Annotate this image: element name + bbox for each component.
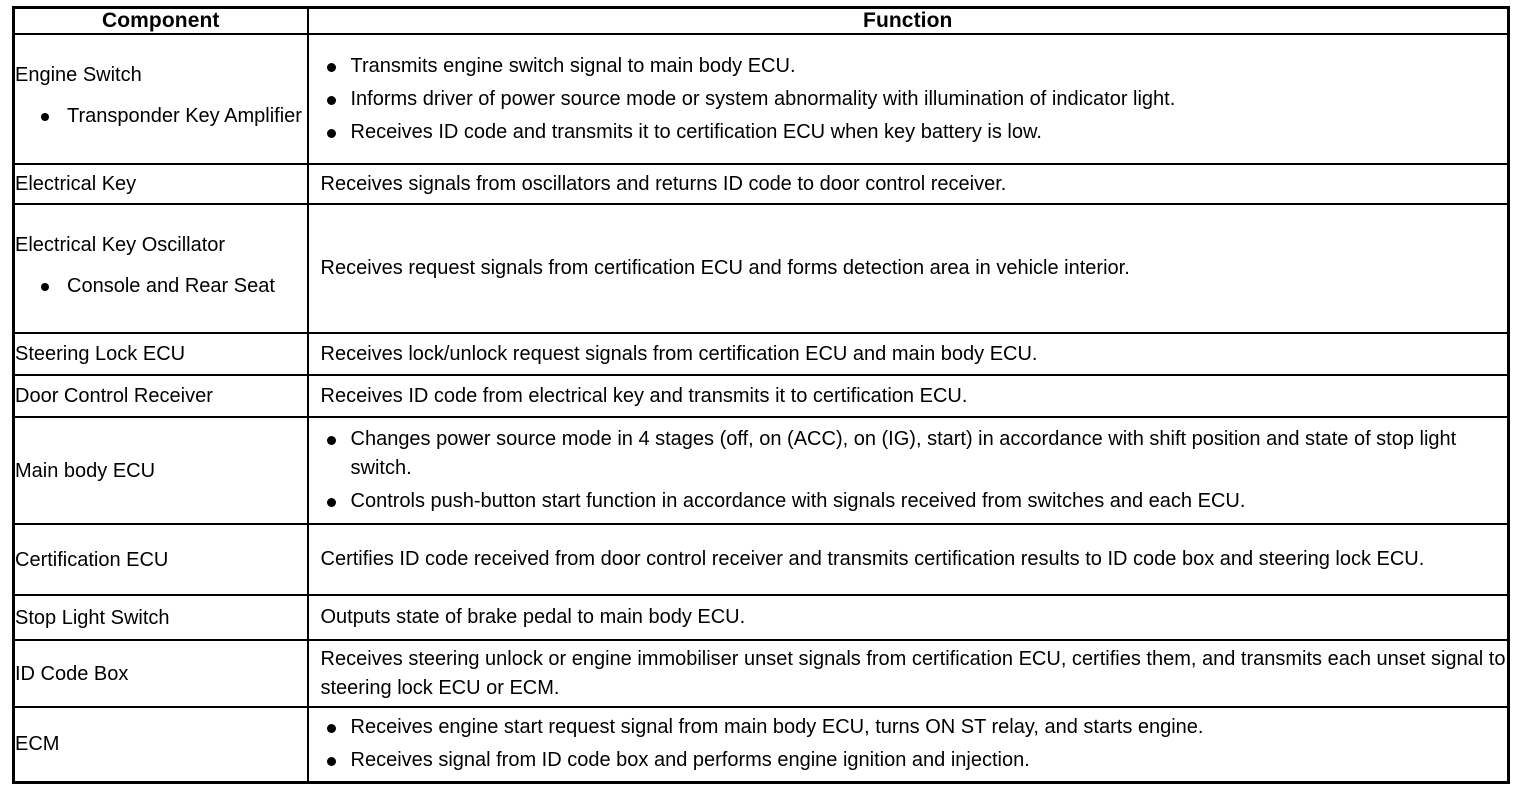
- function-text: Receives request signals from certificat…: [320, 257, 1130, 279]
- component-name: ECM: [15, 733, 60, 756]
- table-row: Stop Light Switch Outputs state of brake…: [12, 594, 1510, 641]
- cell-function: Receives lock/unlock request signals fro…: [306, 332, 1510, 376]
- component-name: Main body ECU: [15, 459, 156, 482]
- function-text: Receives ID code from electrical key and…: [320, 384, 968, 407]
- bullet-icon: [326, 128, 336, 138]
- function-bullet-text: Receives ID code and transmits it to cer…: [350, 120, 1042, 143]
- spec-table-container: Component Function Engine Switch Transpo…: [12, 6, 1510, 784]
- cell-component: Electrical Key Oscillator Console and Re…: [12, 203, 309, 334]
- cell-function: Transmits engine switch signal to main b…: [306, 33, 1510, 165]
- bullet-icon: [41, 282, 49, 291]
- table-row: Door Control Receiver Receives ID code f…: [12, 374, 1510, 418]
- bullet-icon: [41, 113, 49, 121]
- cell-component: Electrical Key: [12, 163, 309, 205]
- function-bullet-list: Changes power source mode in 4 stages (o…: [309, 425, 1508, 516]
- function-bullet-item: Controls push-button start function in a…: [309, 487, 1508, 516]
- component-function-table: Component Function Engine Switch Transpo…: [12, 6, 1510, 784]
- bullet-icon: [326, 436, 336, 445]
- component-name: Steering Lock ECU: [15, 343, 186, 365]
- cell-function: Receives steering unlock or engine immob…: [306, 639, 1510, 708]
- function-bullet-item: Receives ID code and transmits it to cer…: [309, 118, 1508, 147]
- component-sub-list: Console and Rear Seat: [15, 272, 307, 300]
- table-row: ECM Receives engine start request signal…: [12, 706, 1510, 783]
- cell-component: Certification ECU: [12, 523, 309, 596]
- bullet-icon: [326, 498, 336, 507]
- table-row: Electrical Key Receives signals from osc…: [12, 163, 1510, 205]
- bullet-icon: [326, 724, 336, 734]
- cell-component: ECM: [12, 706, 309, 783]
- function-text: Receives signals from oscillators and re…: [320, 172, 1007, 195]
- component-sub-label: Transponder Key Amplifier: [67, 105, 302, 127]
- cell-component: ID Code Box: [12, 639, 309, 708]
- function-bullet-text: Receives signal from ID code box and per…: [350, 749, 1030, 772]
- cell-function: Outputs state of brake pedal to main bod…: [306, 594, 1510, 641]
- component-name: Certification ECU: [15, 548, 169, 571]
- bullet-icon: [326, 757, 336, 767]
- table-row: Engine Switch Transponder Key Amplifier …: [12, 33, 1510, 165]
- component-name: Stop Light Switch: [15, 606, 170, 629]
- function-text: Receives lock/unlock request signals fro…: [320, 342, 1038, 365]
- bullet-icon: [326, 95, 336, 105]
- component-name: Door Control Receiver: [15, 385, 213, 407]
- function-bullet-item: Changes power source mode in 4 stages (o…: [309, 425, 1508, 483]
- function-bullet-text: Transmits engine switch signal to main b…: [350, 54, 796, 77]
- component-sub-item: Console and Rear Seat: [15, 272, 307, 300]
- component-sub-item: Transponder Key Amplifier: [15, 102, 307, 130]
- cell-component: Stop Light Switch: [12, 594, 309, 641]
- cell-component: Main body ECU: [12, 416, 309, 525]
- table-row: Electrical Key Oscillator Console and Re…: [12, 203, 1510, 334]
- component-name: Engine Switch: [15, 64, 142, 86]
- component-sub-list: Transponder Key Amplifier: [15, 102, 307, 130]
- function-bullet-text: Controls push-button start function in a…: [350, 490, 1246, 512]
- function-bullet-text: Changes power source mode in 4 stages (o…: [350, 428, 1457, 479]
- cell-function: Receives signals from oscillators and re…: [306, 163, 1510, 205]
- function-bullet-item: Receives signal from ID code box and per…: [309, 746, 1508, 775]
- function-bullet-list: Transmits engine switch signal to main b…: [309, 52, 1508, 147]
- component-name: ID Code Box: [15, 662, 129, 685]
- component-name: Electrical Key Oscillator: [15, 233, 226, 256]
- table-row: Certification ECU Certifies ID code rece…: [12, 523, 1510, 596]
- function-text: Outputs state of brake pedal to main bod…: [320, 606, 746, 628]
- function-bullet-text: Informs driver of power source mode or s…: [350, 87, 1176, 110]
- cell-component: Steering Lock ECU: [12, 332, 309, 376]
- table-row: Main body ECU Changes power source mode …: [12, 416, 1510, 525]
- function-bullet-item: Transmits engine switch signal to main b…: [309, 52, 1508, 81]
- function-bullet-item: Receives engine start request signal fro…: [309, 713, 1508, 742]
- table-row: ID Code Box Receives steering unlock or …: [12, 639, 1510, 708]
- function-text: Certifies ID code received from door con…: [320, 548, 1425, 570]
- table-body: Engine Switch Transponder Key Amplifier …: [12, 33, 1510, 783]
- function-bullet-item: Informs driver of power source mode or s…: [309, 85, 1508, 114]
- cell-component: Engine Switch Transponder Key Amplifier: [12, 33, 309, 165]
- bullet-icon: [326, 62, 336, 72]
- cell-function: Receives ID code from electrical key and…: [306, 374, 1510, 418]
- column-header-component: Component: [12, 6, 309, 35]
- cell-function: Certifies ID code received from door con…: [306, 523, 1510, 596]
- column-header-function: Function: [306, 6, 1510, 35]
- cell-function: Receives request signals from certificat…: [306, 203, 1510, 334]
- function-bullet-text: Receives engine start request signal fro…: [350, 716, 1204, 739]
- table-header-row: Component Function: [12, 6, 1510, 35]
- function-text: Receives steering unlock or engine immob…: [320, 647, 1506, 699]
- component-sub-label: Console and Rear Seat: [67, 274, 275, 297]
- table-header: Component Function: [12, 6, 1510, 35]
- cell-function: Changes power source mode in 4 stages (o…: [306, 416, 1510, 525]
- component-name: Electrical Key: [15, 173, 137, 195]
- function-bullet-list: Receives engine start request signal fro…: [309, 713, 1508, 775]
- cell-component: Door Control Receiver: [12, 374, 309, 418]
- table-row: Steering Lock ECU Receives lock/unlock r…: [12, 332, 1510, 376]
- cell-function: Receives engine start request signal fro…: [306, 706, 1510, 783]
